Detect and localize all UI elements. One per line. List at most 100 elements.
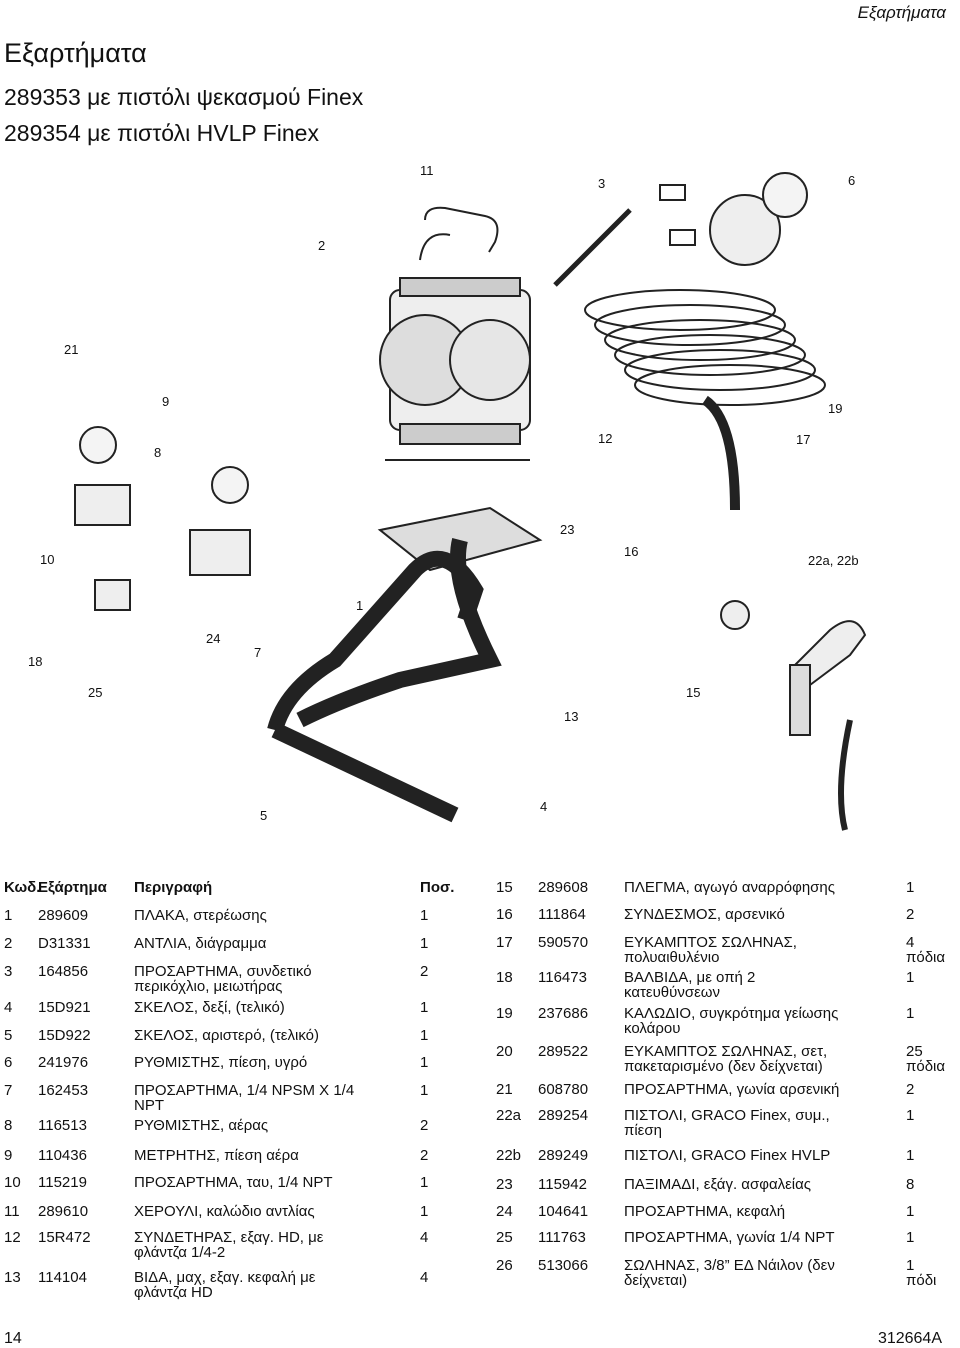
row-desc2: δείχνεται) xyxy=(624,1272,688,1289)
row-pos: 5 xyxy=(4,1027,13,1044)
row-part: 104641 xyxy=(538,1203,589,1220)
row-desc: ΠΡΟΣΑΡΤΗΜΑ, γωνία αρσενική xyxy=(624,1081,840,1098)
row-pos: 1 xyxy=(4,907,13,924)
callout-4: 4 xyxy=(540,799,547,814)
row-part: 110436 xyxy=(38,1147,87,1164)
row-desc: ΣΚΕΛΟΣ, δεξί, (τελικό) xyxy=(134,999,285,1016)
row-desc: ΠΙΣΤΟΛΙ, GRACO Finex HVLP xyxy=(624,1147,831,1164)
row-desc: ΒΙΔΑ, μαχ, εξαγ. κεφαλή με xyxy=(134,1269,316,1286)
row-pos: 21 xyxy=(496,1081,513,1098)
row-qty2: πόδι xyxy=(906,1272,937,1289)
row-desc: ΕΥΚΑΜΠΤΟΣ ΣΩΛΗΝΑΣ, σετ, xyxy=(624,1043,828,1060)
row-desc: ΠΡΟΣΑΡΤΗΜΑ, συνδετικό xyxy=(134,963,312,980)
row-pos: 11 xyxy=(4,1203,20,1220)
row-pos: 18 xyxy=(496,969,513,986)
row-qty2: πόδια xyxy=(906,949,946,966)
row-desc: ΠΡΟΣΑΡΤΗΜΑ, γωνία 1/4 NPT xyxy=(624,1229,835,1246)
row-part: D31331 xyxy=(38,935,91,952)
callout-1: 1 xyxy=(356,598,363,613)
row-part: 15D921 xyxy=(38,999,91,1016)
row-pos: 9 xyxy=(4,1147,13,1164)
row-part: 289249 xyxy=(538,1147,589,1164)
row-part: 289610 xyxy=(38,1203,89,1220)
row-pos: 25 xyxy=(496,1229,513,1246)
row-pos: 22b xyxy=(496,1147,522,1164)
row-part: 164856 xyxy=(38,963,89,980)
row-pos: 13 xyxy=(4,1269,21,1286)
row-part: 15D922 xyxy=(38,1027,91,1044)
row-qty: 1 xyxy=(906,1107,915,1124)
row-desc: ΣΥΝΔΕΣΜΟΣ, αρσενικό xyxy=(624,906,785,923)
row-desc: ΧΕΡΟΥΛΙ, καλώδιο αντλίας xyxy=(134,1203,315,1220)
row-qty: 2 xyxy=(420,963,429,980)
page-title: Εξαρτήματα xyxy=(4,38,147,68)
row-desc: ΠΛΑΚΑ, στερέωσης xyxy=(134,907,267,924)
row-qty: 1 xyxy=(420,999,429,1016)
row-qty: 2 xyxy=(906,1081,915,1098)
row-qty: 1 xyxy=(420,935,429,952)
callout-16: 16 xyxy=(624,544,638,559)
row-desc: ΠΛΕΓΜΑ, αγωγό αναρρόφησης xyxy=(624,879,835,896)
callout-11: 11 xyxy=(420,163,434,178)
row-qty: 1 xyxy=(906,1229,915,1246)
callout-18: 18 xyxy=(28,654,42,669)
row-pos: 4 xyxy=(4,999,13,1016)
row-part: 115942 xyxy=(538,1176,587,1193)
row-desc: ΡΥΘΜΙΣΤΗΣ, αέρας xyxy=(134,1117,269,1134)
row-pos: 22a xyxy=(496,1107,522,1124)
row-pos: 7 xyxy=(4,1082,13,1099)
callout-9: 9 xyxy=(162,394,169,409)
row-part: 608780 xyxy=(538,1081,589,1098)
row-part: 289609 xyxy=(38,907,89,924)
row-pos: 23 xyxy=(496,1176,513,1193)
row-qty: 1 xyxy=(906,969,915,986)
row-desc2: πολυαιθυλένιο xyxy=(624,949,720,966)
callout-3: 3 xyxy=(598,176,605,191)
fluid-regulator-illustration xyxy=(659,172,808,266)
subtitle-finex: 289353 με πιστόλι ψεκασμού Finex xyxy=(4,84,364,110)
row-desc2: περικόχλιο, μειωτήρας xyxy=(134,978,283,995)
row-part: 289522 xyxy=(538,1043,589,1060)
header-qty: Ποσ. xyxy=(420,879,455,896)
row-desc: ΠΙΣΤΟΛΙ, GRACO Finex, συμ., xyxy=(624,1107,830,1124)
spray-gun-illustration xyxy=(789,620,867,831)
row-pos: 17 xyxy=(496,934,513,951)
row-part: 162453 xyxy=(38,1082,89,1099)
callout-15: 15 xyxy=(686,685,700,700)
row-qty: 1 xyxy=(420,1027,429,1044)
document-number: 312664A xyxy=(877,1330,942,1347)
callout-8: 8 xyxy=(154,445,161,460)
callout-10: 10 xyxy=(40,552,54,567)
row-pos: 26 xyxy=(496,1257,513,1274)
callout-23: 23 xyxy=(560,522,574,537)
row-desc2: φλάντζα HD xyxy=(134,1284,213,1301)
row-qty: 1 xyxy=(420,1082,429,1099)
row-qty2: πόδια xyxy=(906,1058,946,1075)
callout-17: 17 xyxy=(796,432,810,447)
row-qty: 1 xyxy=(420,1203,429,1220)
section-header: Εξαρτήματα xyxy=(857,3,946,22)
row-part: 116513 xyxy=(38,1117,87,1134)
row-part: 111763 xyxy=(538,1229,586,1246)
row-qty: 2 xyxy=(420,1117,429,1134)
row-desc: ΠΡΟΣΑΡΤΗΜΑ, κεφαλή xyxy=(624,1203,786,1220)
row-qty: 25 xyxy=(906,1043,923,1060)
hose-coil-illustration xyxy=(584,289,826,406)
callout-7: 7 xyxy=(254,645,261,660)
row-qty: 1 xyxy=(420,907,429,924)
row-desc: ΚΑΛΩΔΙΟ, συγκρότημα γείωσης xyxy=(624,1005,839,1022)
parts-diagram: 11 3 6 2 21 9 8 19 12 17 23 16 22a, 22b … xyxy=(28,163,867,831)
callout-6: 6 xyxy=(848,173,855,188)
row-pos: 19 xyxy=(496,1005,513,1022)
row-part: 111864 xyxy=(538,906,586,923)
row-part: 116473 xyxy=(538,969,587,986)
row-desc2: κατευθύνσεων xyxy=(624,984,721,1001)
row-desc: ΠΡΟΣΑΡΤΗΜΑ, 1/4 NPSM X 1/4 xyxy=(134,1082,355,1099)
row-qty: 4 xyxy=(420,1269,429,1286)
callout-2: 2 xyxy=(318,238,325,253)
row-desc: ΑΝΤΛΙΑ, διάγραμμα xyxy=(134,935,267,952)
row-qty: 1 xyxy=(906,1005,915,1022)
row-desc: ΕΥΚΑΜΠΤΟΣ ΣΩΛΗΝΑΣ, xyxy=(624,934,797,951)
row-pos: 3 xyxy=(4,963,13,980)
